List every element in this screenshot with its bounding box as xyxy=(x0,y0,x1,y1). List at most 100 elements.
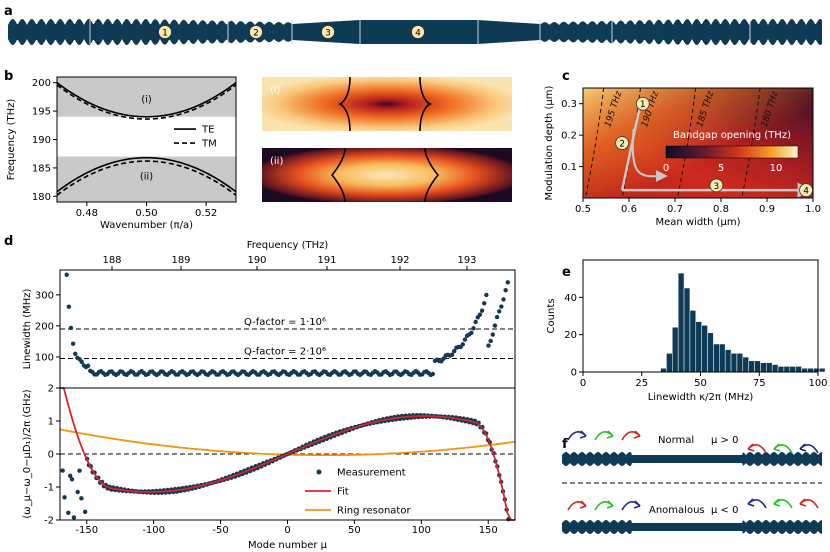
histogram-bar xyxy=(754,360,761,373)
top-tick-label: 189 xyxy=(171,255,190,266)
linewidth-point xyxy=(460,342,466,347)
x-axis-label: Mode number μ xyxy=(248,540,328,551)
histogram-bar xyxy=(707,332,714,373)
histogram-bar xyxy=(766,362,773,373)
arrow-head xyxy=(633,500,641,509)
colorbar xyxy=(665,145,799,159)
linewidth-point xyxy=(73,351,78,356)
linewidth-point xyxy=(499,304,504,309)
section-marker-label: 2 xyxy=(253,29,259,39)
histogram-bar xyxy=(666,353,673,373)
legend-label: TM xyxy=(201,139,217,150)
mode-profiles: (i) (ii) xyxy=(262,76,512,203)
y-tick-label: 100 xyxy=(35,352,54,363)
linewidth-point xyxy=(501,297,506,302)
x-tick-label: 0.50 xyxy=(135,208,157,219)
x-tick-label: 50 xyxy=(348,525,361,536)
band-line-tm xyxy=(56,84,237,120)
y-tick-label: 190 xyxy=(32,135,51,146)
linewidth-point xyxy=(66,304,72,309)
histogram-bar xyxy=(783,366,791,373)
path-marker-label: 4 xyxy=(803,187,809,197)
y-tick-label: 300 xyxy=(35,290,54,301)
path-marker xyxy=(635,96,650,111)
linewidth-point xyxy=(488,338,493,344)
arrow-head xyxy=(606,430,614,439)
linewidth-point xyxy=(462,337,468,342)
linewidth-point xyxy=(477,312,483,317)
bandgap-shading xyxy=(57,77,236,117)
mode-label-ii: (ii) xyxy=(270,156,283,167)
y-tick-label: 1 xyxy=(48,417,54,428)
y-tick-label: 0 xyxy=(48,450,54,461)
dispersion-point xyxy=(67,473,73,479)
linewidth-point xyxy=(484,292,489,298)
top-tick-label: 192 xyxy=(390,255,409,266)
q-factor-label: Q-factor = 2·10⁶ xyxy=(244,347,326,358)
y-axis-label: Frequency (THz) xyxy=(6,99,17,181)
mode-outline xyxy=(337,76,351,132)
histogram-bar xyxy=(695,321,702,373)
histogram-bar xyxy=(683,287,691,373)
linewidth-point xyxy=(452,348,457,354)
histogram-bar xyxy=(724,349,732,373)
y-tick-label: 0 xyxy=(571,368,577,379)
x-tick-label: 0 xyxy=(284,525,290,536)
linewidth-point xyxy=(479,308,485,313)
mode-profile-i xyxy=(262,77,512,131)
arrow-head xyxy=(773,498,781,507)
arrow-head xyxy=(633,430,641,439)
histogram-bar xyxy=(677,272,685,373)
colorbar-tick-label: 0 xyxy=(663,163,669,174)
plot-frame xyxy=(582,87,814,199)
section-marker xyxy=(321,25,335,39)
iso-frequency-contour xyxy=(584,87,605,199)
x-tick-label: 0.6 xyxy=(621,204,637,215)
linewidth-point xyxy=(494,314,500,320)
bandgap-shading xyxy=(57,156,236,202)
y-tick-label: 0.1 xyxy=(561,162,577,173)
legend-label: TE xyxy=(201,125,214,136)
linewidth-point xyxy=(490,332,495,337)
linewidth-point xyxy=(482,301,487,306)
histogram-bar xyxy=(713,343,720,373)
y-tick-label: 185 xyxy=(32,163,51,174)
path-marker-label: 3 xyxy=(714,182,720,192)
linewidth-point xyxy=(492,323,498,328)
y-tick-label: 200 xyxy=(35,321,54,332)
dispersion-sketch: Normal μ > 0 Anomalous μ < 0 xyxy=(562,430,822,534)
normal-label: Normal xyxy=(658,435,694,446)
histogram-bar xyxy=(736,353,744,373)
x-tick-label: 0.9 xyxy=(759,204,775,215)
legend-label: Fit xyxy=(337,487,349,498)
top-tick-label: 188 xyxy=(102,255,121,266)
x-tick-label: 100 xyxy=(808,378,827,389)
x-axis-label: Wavenumber (π/a) xyxy=(100,220,193,231)
histogram-bar xyxy=(789,366,796,373)
arrow-head xyxy=(579,500,587,509)
y-tick-label: -2 xyxy=(44,516,54,527)
x-tick-label: 1.0 xyxy=(805,204,821,215)
taper-path-detour xyxy=(631,128,668,183)
dispersion-point xyxy=(66,510,71,515)
arrow-head xyxy=(799,443,807,452)
y-tick-label: 2 xyxy=(48,384,54,395)
histogram-bar xyxy=(818,368,826,373)
section-marker xyxy=(249,25,263,39)
path-marker-label: 1 xyxy=(640,100,646,110)
fit-curve xyxy=(60,387,515,521)
histogram-bar xyxy=(672,326,679,373)
dispersion-point xyxy=(82,509,88,515)
annotation-ii: (ii) xyxy=(140,171,153,182)
x-tick-label: -150 xyxy=(75,525,98,536)
top-tick-label: 190 xyxy=(247,255,266,266)
x-tick-label: 75 xyxy=(753,378,766,389)
iso-frequency-contour xyxy=(676,87,697,199)
x-tick-label: 150 xyxy=(479,525,498,536)
iso-frequency-contour xyxy=(741,87,761,199)
